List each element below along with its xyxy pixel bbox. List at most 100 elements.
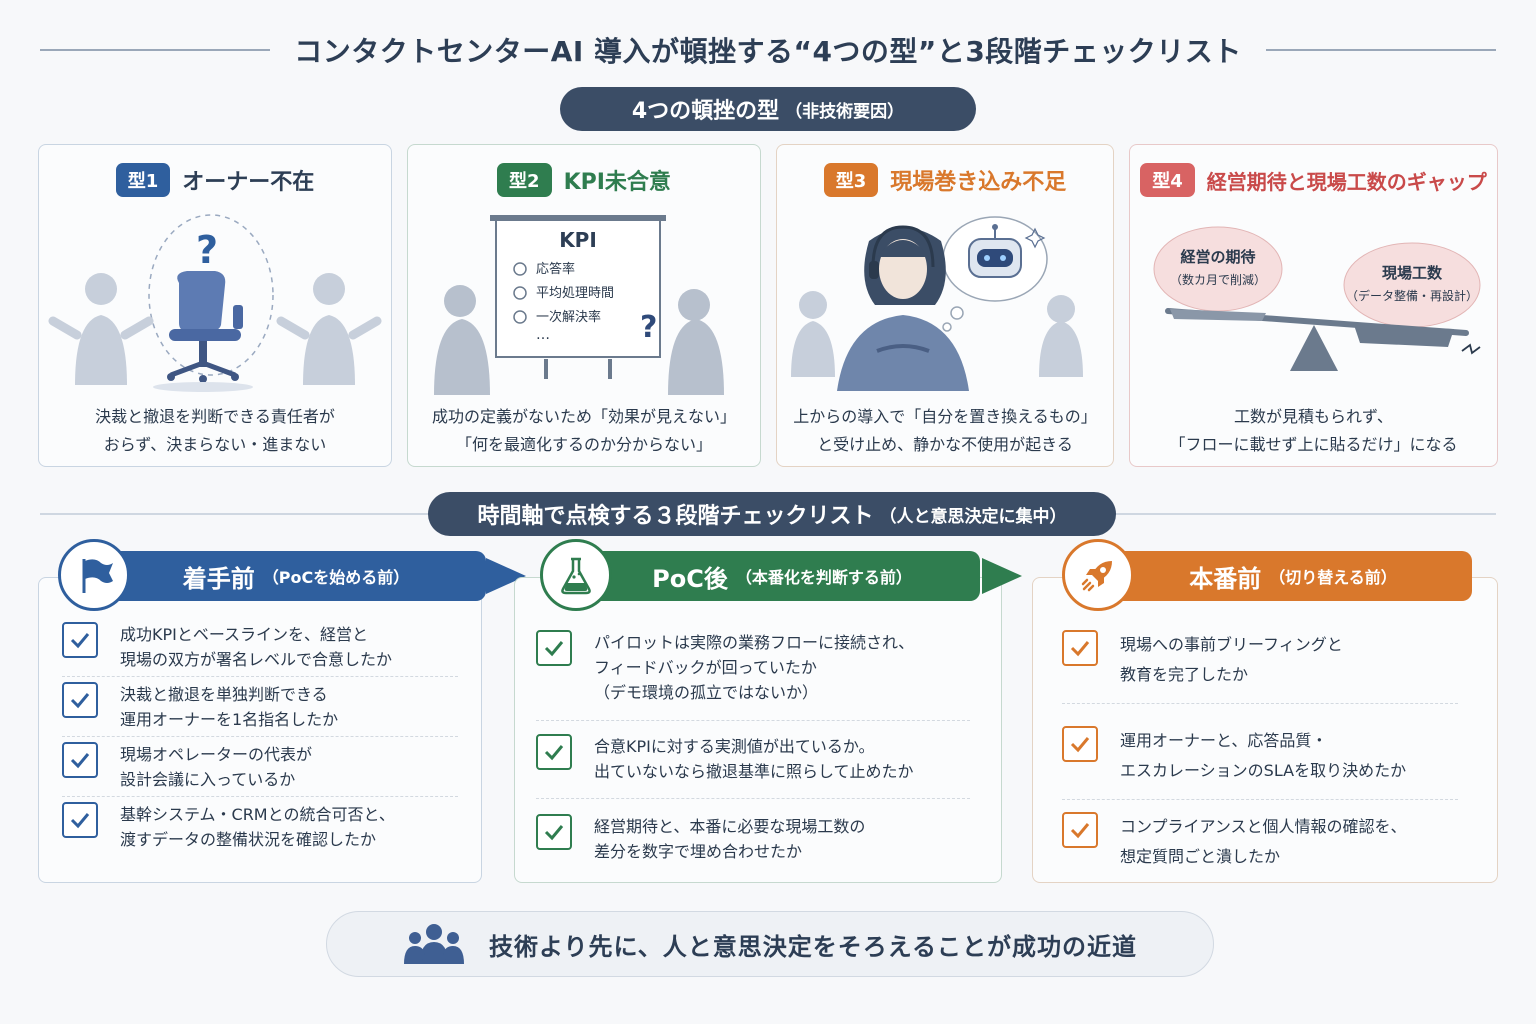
kpi-board-item: 応答率: [536, 262, 576, 277]
type-badge: 型2: [497, 163, 552, 197]
footer-text: 技術より先に、人と意思決定をそろえることが成功の近道: [488, 932, 1138, 961]
stage-sub: （切り替える前）: [1269, 568, 1397, 587]
item-line: 経営期待と、本番に必要な現場工数の: [594, 817, 866, 836]
kpi-board-illustration: ?: [434, 215, 724, 395]
checklist-item: 基幹システム・CRMとの統合可否と、渡すデータの整備状況を確認したか: [62, 802, 395, 852]
checklist-item: 現場への事前ブリーフィングと教育を完了したか: [1062, 630, 1343, 690]
type-desc: 上からの導入で「自分を置き換えるもの」 と受け止め、静かな不使用が起きる: [785, 403, 1105, 459]
svg-text:?: ?: [640, 310, 657, 345]
type-card-4: 型4 経営期待と現場工数のギャップ 経営の期待 （数カ月で削減） 現場工数 （デ…: [1129, 144, 1498, 467]
checklist-section-sub: （人と意思決定に集中）: [879, 506, 1067, 527]
check-icon: [536, 734, 572, 770]
stage-title: 着手前: [182, 564, 255, 593]
bubble-right: 現場工数 （データ整備・再設計）: [1338, 262, 1486, 304]
item-separator: [62, 676, 458, 677]
title-line-right: [1265, 49, 1497, 51]
people-icon: [403, 924, 464, 964]
check-icon: [536, 814, 572, 850]
type-card-header: 型3 現場巻き込み不足: [777, 163, 1113, 197]
type-desc-line: 「フローに載せず上に貼るだけ」になる: [1169, 435, 1458, 454]
type-card-header: 型4 経営期待と現場工数のギャップ: [1130, 163, 1497, 197]
kpi-board-more: …: [536, 327, 550, 343]
title-row: コンタクトセンターAI 導入が頓挫する“4つの型”と3段階チェックリスト: [40, 28, 1497, 72]
stage-arrow-2: [982, 558, 1022, 594]
item-line: 想定質問ごと潰したか: [1120, 847, 1281, 866]
kpi-board-list: 応答率 平均処理時間 一次解決率: [536, 258, 614, 330]
check-icon: [1062, 812, 1098, 848]
check-icon: [62, 622, 98, 658]
item-line: コンプライアンスと個人情報の確認を、: [1120, 817, 1407, 836]
types-section-sub: （非技術要因）: [785, 101, 905, 122]
item-separator: [1062, 703, 1458, 704]
checklist-item: 決裁と撤退を単独判断できる運用オーナーを1名指名したか: [62, 682, 338, 732]
type-desc-line: おらず、決まらない・進まない: [103, 435, 327, 454]
types-section-label: 4つの頓挫の型 （非技術要因）: [560, 87, 976, 131]
type-desc-line: 工数が見積もられず、: [1234, 407, 1393, 426]
type-desc-line: 上からの導入で「自分を置き換えるもの」: [793, 407, 1097, 426]
checklist-item: 成功KPIとベースラインを、経営と現場の双方が署名レベルで合意したか: [62, 622, 392, 672]
checklist-item: 経営期待と、本番に必要な現場工数の差分を数字で埋め合わせたか: [536, 814, 865, 864]
stage-title: PoC後: [652, 564, 728, 593]
type-card-2: 型2 KPI未合意 ? KPI 応答率 平均処理時間 一次解決率 … 成功の定義…: [407, 144, 761, 467]
item-line: 決裁と撤退を単独判断できる: [120, 685, 328, 704]
type-card-3: 型3 現場巻き込み不足 上からの導入で「自分を置き換えるもの」 と受け止め、静か…: [776, 144, 1114, 467]
flask-icon: [540, 539, 612, 611]
stage-panel-3: [1032, 577, 1498, 883]
item-line: 合意KPIに対する実測値が出ているか。: [594, 737, 875, 756]
checklist-item: 現場オペレーターの代表が設計会議に入っているか: [62, 742, 312, 792]
operator-robot-illustration: [791, 216, 1083, 391]
bubble-right-title: 現場工数: [1381, 264, 1442, 282]
footer-banner: 技術より先に、人と意思決定をそろえることが成功の近道: [326, 911, 1214, 977]
type-desc: 成功の定義がないため「効果が見えない」 「何を最適化するのか分からない」: [416, 403, 752, 459]
item-line: フィードバックが回っていたか: [594, 658, 817, 677]
item-line: 現場への事前ブリーフィングと: [1120, 635, 1343, 654]
type-title: 経営期待と現場工数のギャップ: [1206, 169, 1487, 194]
checklist-item: パイロットは実際の業務フローに接続され、フィードバックが回っていたか（デモ環境の…: [536, 630, 914, 705]
checklist-section-label: 時間軸で点検する３段階チェックリスト （人と意思決定に集中）: [428, 492, 1116, 536]
bubble-left-title: 経営の期待: [1180, 248, 1256, 266]
type-title: オーナー不在: [182, 170, 315, 195]
kpi-board-item: 一次解決率: [536, 310, 602, 325]
type-desc-line: 「何を最適化するのか分からない」: [455, 435, 712, 454]
stage-sub: （本番化を判断する前）: [735, 568, 912, 587]
checklist-item: コンプライアンスと個人情報の確認を、想定質問ごと潰したか: [1062, 812, 1407, 872]
bubble-left-sub: （数カ月で削減）: [1169, 273, 1266, 287]
type-desc: 決裁と撤退を判断できる責任者が おらず、決まらない・進まない: [47, 403, 383, 459]
item-line: 教育を完了したか: [1120, 665, 1249, 684]
checklist-item: 運用オーナーと、応答品質・エスカレーションのSLAを取り決めたか: [1062, 726, 1406, 786]
types-section-title: 4つの頓挫の型: [631, 99, 780, 124]
item-line: 現場オペレーターの代表が: [120, 745, 313, 764]
type-badge: 型4: [1140, 163, 1195, 197]
stage-header-1: 着手前 （PoCを始める前）: [66, 551, 486, 601]
type-desc-line: と受け止め、静かな不使用が起きる: [817, 435, 1073, 454]
check-icon: [62, 742, 98, 778]
item-separator: [62, 796, 458, 797]
item-line: 基幹システム・CRMとの統合可否と、: [120, 805, 395, 824]
type-desc: 工数が見積もられず、 「フローに載せず上に貼るだけ」になる: [1138, 403, 1489, 459]
stage-panel-1: [38, 577, 482, 883]
type-title: 現場巻き込み不足: [890, 170, 1067, 195]
item-line: 渡すデータの整備状況を確認したか: [120, 830, 377, 849]
type-card-header: 型2 KPI未合意: [408, 163, 760, 197]
check-icon: [536, 630, 572, 666]
checklist-item: 合意KPIに対する実測値が出ているか。出ていないなら撤退基準に照らして止めたか: [536, 734, 914, 784]
stage-title: 本番前: [1189, 564, 1262, 593]
item-separator: [62, 736, 458, 737]
page-title: コンタクトセンターAI 導入が頓挫する“4つの型”と3段階チェックリスト: [294, 35, 1242, 68]
type-badge: 型3: [823, 163, 879, 197]
item-separator: [536, 798, 970, 799]
bubble-left: 経営の期待 （数カ月で削減）: [1154, 246, 1282, 288]
kpi-board-item: 平均処理時間: [536, 286, 615, 301]
stage-panel-2: [514, 577, 1002, 883]
stage-header-2: PoC後 （本番化を判断する前）: [544, 551, 980, 601]
item-line: 運用オーナーと、応答品質・: [1120, 731, 1328, 750]
flag-icon: [58, 539, 130, 611]
type-desc-line: 成功の定義がないため「効果が見えない」: [431, 407, 736, 426]
svg-text:?: ?: [196, 228, 218, 272]
item-line: 設計会議に入っているか: [120, 770, 296, 789]
check-icon: [1062, 726, 1098, 762]
title-line-left: [40, 49, 271, 51]
item-line: 出ていないなら撤退基準に照らして止めたか: [594, 762, 914, 781]
item-line: パイロットは実際の業務フローに接続され、: [594, 633, 915, 652]
rocket-icon: [1062, 539, 1134, 611]
